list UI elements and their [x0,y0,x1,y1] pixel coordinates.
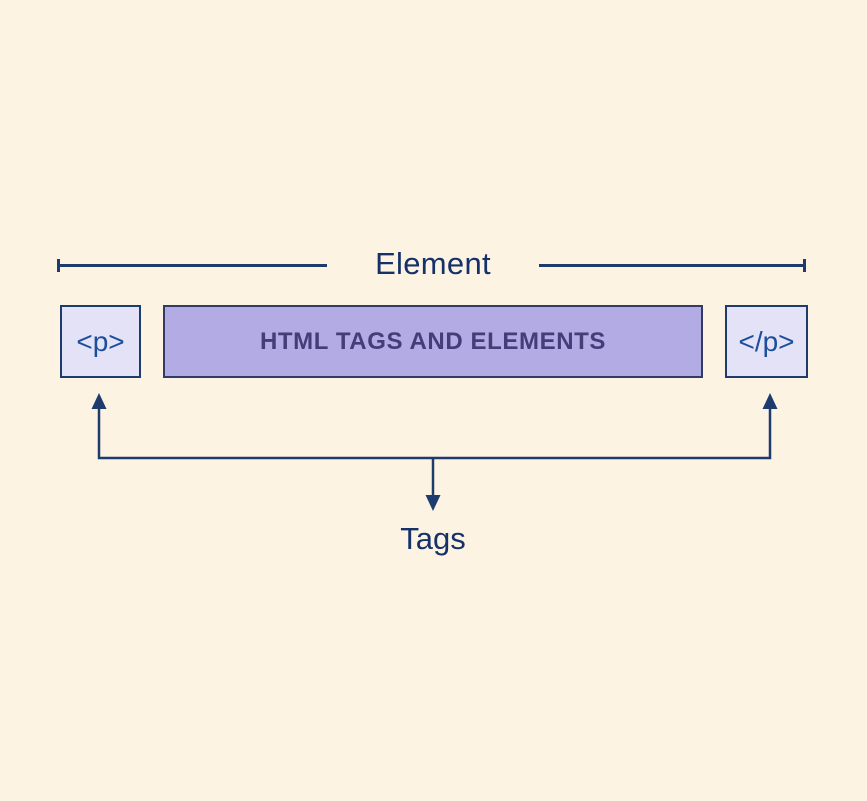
arrow-up-left-icon [91,393,107,409]
open-tag-box: <p> [60,305,141,378]
arrow-up-right-icon [762,393,778,409]
tags-label: Tags [400,521,466,556]
connector-line [97,407,772,460]
open-tag-label: <p> [76,325,125,357]
arrow-down-icon [425,495,441,511]
bracket-right-line [539,264,805,267]
content-label: HTML TAGS AND ELEMENTS [259,327,607,355]
close-tag-box: </p> [725,305,808,378]
content-box: HTML TAGS AND ELEMENTS [163,305,703,378]
bracket-left-line [57,264,327,267]
close-tag-label: </p> [738,325,795,357]
element-label: Element [375,246,491,281]
bracket-right-tick [803,259,806,272]
